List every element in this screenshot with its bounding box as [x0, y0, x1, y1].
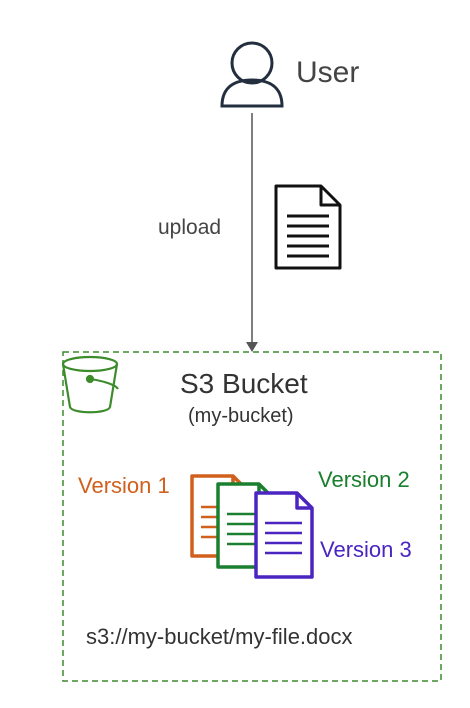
bucket-group-border: [62, 351, 442, 682]
user-icon: [220, 41, 284, 108]
bucket-icon: [61, 355, 119, 414]
user-label: User: [296, 56, 360, 89]
upload-arrow: [246, 113, 258, 352]
bucket-subtitle: (my-bucket): [188, 405, 294, 427]
version-3-document-icon: [254, 491, 314, 579]
document-icon: [274, 184, 342, 270]
upload-label: upload: [158, 216, 222, 239]
bucket-title: S3 Bucket: [180, 368, 308, 399]
s3-object-path: s3://my-bucket/my-file.docx: [86, 624, 353, 649]
version-1-label: Version 1: [78, 473, 170, 498]
version-3-label: Version 3: [320, 537, 412, 562]
version-2-label: Version 2: [318, 467, 410, 492]
